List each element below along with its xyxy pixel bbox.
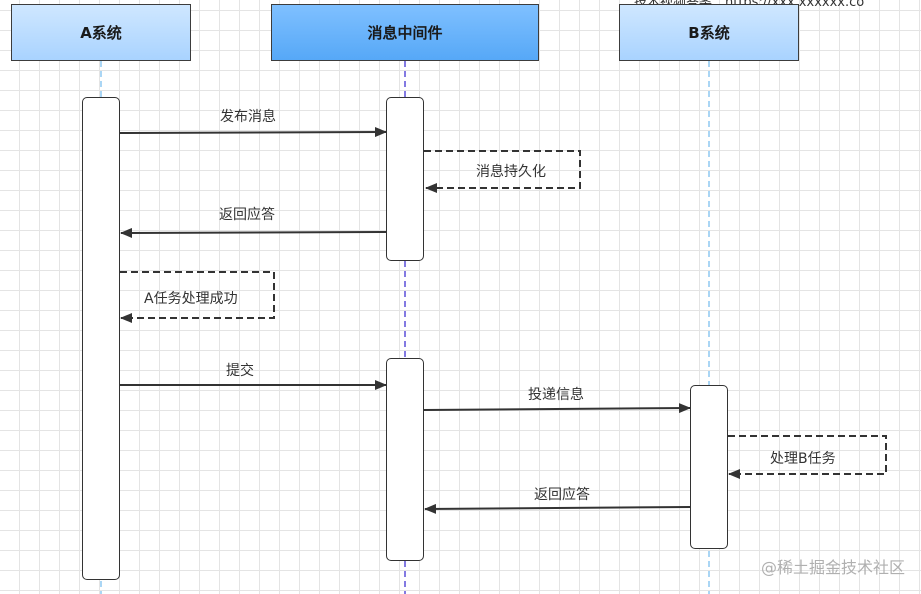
arrow-deliver: [423, 403, 691, 414]
label-commit: 提交: [226, 363, 254, 379]
activation-b: [690, 385, 728, 549]
participant-a-header: A系统: [11, 4, 191, 61]
activation-mq-2: [386, 358, 424, 561]
activation-a: [82, 97, 120, 580]
label-reply2: 返回应答: [534, 487, 590, 503]
arrow-publish: [119, 127, 387, 138]
arrow-reply2: [424, 503, 691, 514]
watermark: @稀土掘金技术社区: [760, 558, 905, 577]
participant-b-header: B系统: [619, 4, 799, 61]
activation-mq-1: [386, 97, 424, 261]
label-a-success: A任务处理成功: [144, 291, 238, 307]
arrow-a-success: [120, 271, 275, 323]
label-persist: 消息持久化: [476, 164, 546, 180]
label-publish: 发布消息: [220, 109, 276, 125]
label-deliver: 投递信息: [528, 387, 584, 403]
label-reply1: 返回应答: [219, 207, 275, 223]
arrow-process-b: [728, 435, 887, 479]
participant-mq-header: 消息中间件: [271, 4, 539, 61]
label-process-b: 处理B任务: [770, 451, 836, 467]
arrow-persist: [424, 150, 581, 193]
arrow-reply1: [120, 227, 387, 238]
